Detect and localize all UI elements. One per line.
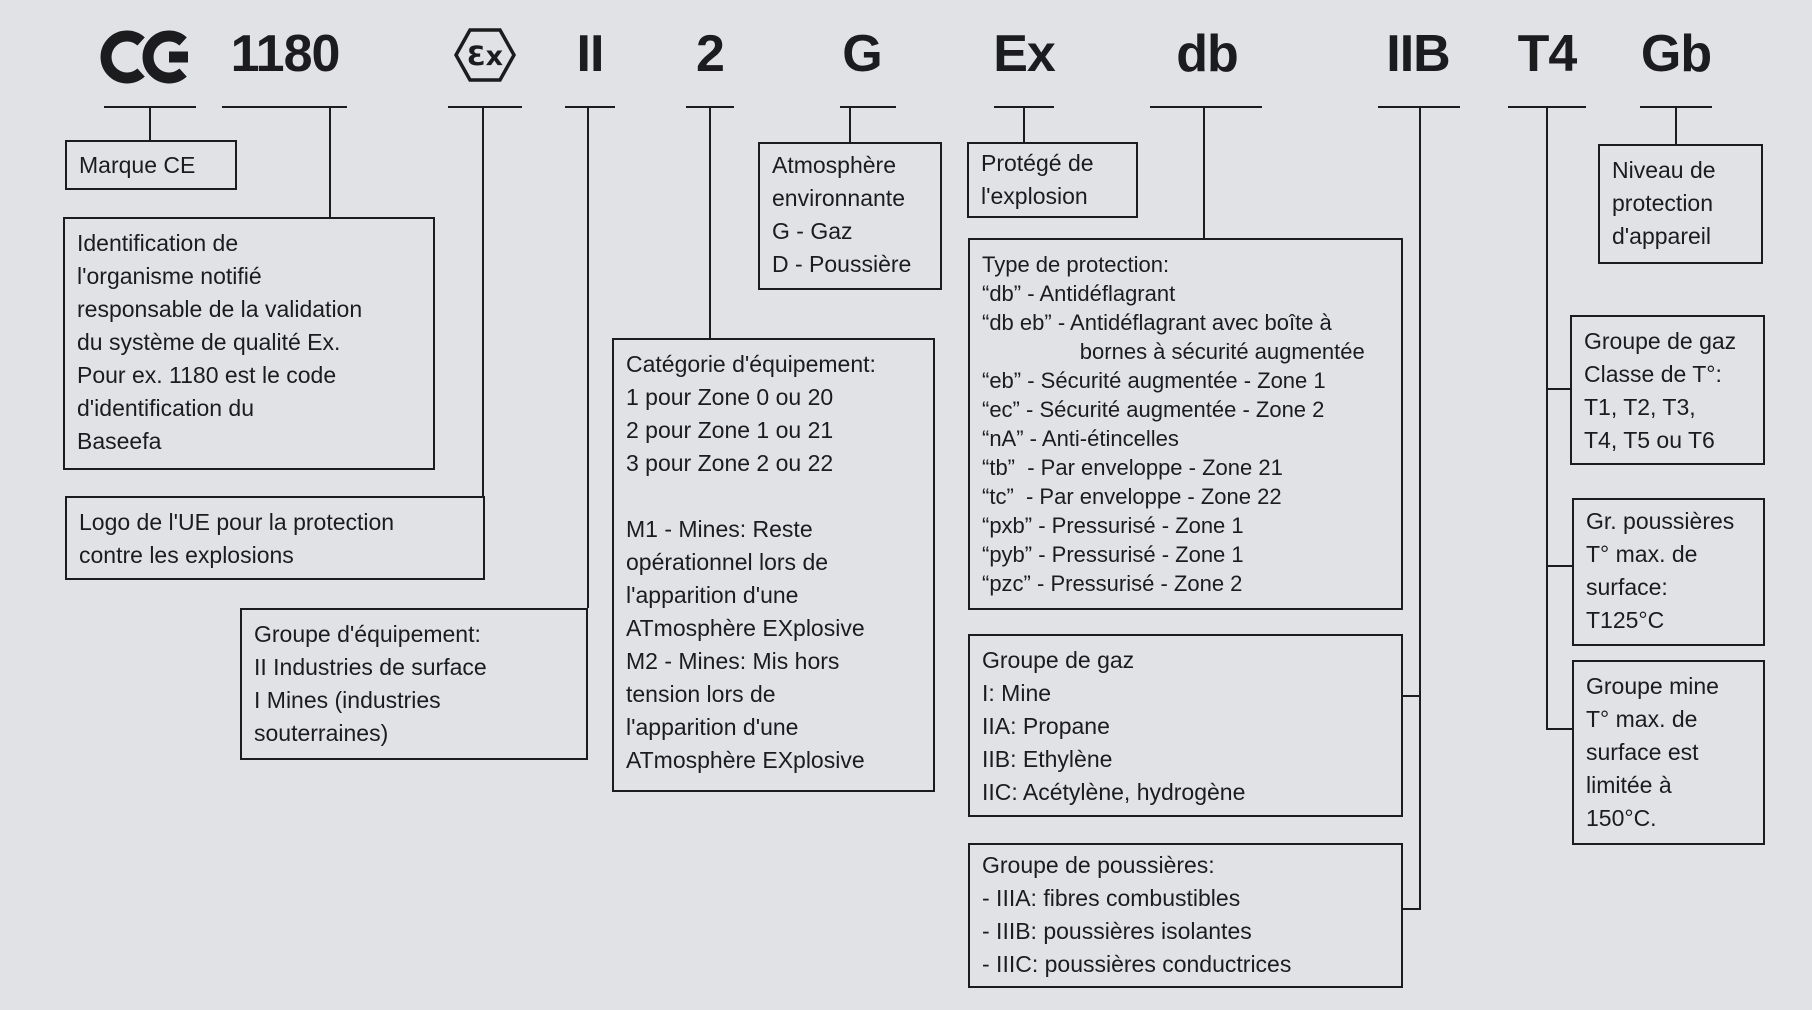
info-box-text: Gr. poussières T° max. de surface: T125°… (1586, 508, 1735, 633)
connector-line (1023, 106, 1025, 142)
info-box-text: Niveau de protection d'appareil (1612, 157, 1716, 249)
info-box-logo-ue: Logo de l'UE pour la protection contre l… (65, 496, 485, 580)
connector-line (482, 106, 484, 496)
info-box-text: Groupe de gaz Classe de T°: T1, T2, T3, … (1584, 328, 1737, 453)
ce-mark-icon (100, 30, 188, 84)
tick-line (565, 106, 615, 108)
info-box-text: Identification de l'organisme notifié re… (77, 230, 363, 454)
connector-line (849, 106, 851, 142)
connector-line (1419, 106, 1421, 910)
connector-line (1546, 106, 1548, 730)
info-box-text: Protégé de l'explosion (981, 150, 1094, 209)
connector-line (1546, 565, 1572, 567)
ex-hexagon-label: Ɛx (467, 41, 503, 72)
marking-symbol-notified-body: 1180 (230, 25, 341, 83)
info-box-classe-temperature: Groupe de gaz Classe de T°: T1, T2, T3, … (1570, 315, 1765, 465)
info-box-text: Groupe de gaz I: Mine IIA: Propane IIB: … (982, 647, 1246, 805)
connector-line (1675, 106, 1677, 144)
info-box-text: Atmosphère environnante G - Gaz D - Pous… (772, 152, 912, 277)
tick-line (840, 106, 896, 108)
info-box-gr-poussieres-temp: Gr. poussières T° max. de surface: T125°… (1572, 498, 1765, 646)
info-box-atmosphere-environnante: Atmosphère environnante G - Gaz D - Pous… (758, 142, 942, 290)
info-box-categorie-equipement: Catégorie d'équipement: 1 pour Zone 0 ou… (612, 338, 935, 792)
info-box-groupe-equipement: Groupe d'équipement: II Industries de su… (240, 608, 588, 760)
marking-symbol-temp-class: T4 (1517, 25, 1578, 83)
info-box-text: Type de protection: “db” - Antidéflagran… (982, 252, 1365, 596)
connector-line (1203, 106, 1205, 238)
info-box-niveau-protection: Niveau de protection d'appareil (1598, 144, 1763, 264)
marking-symbol-gas-group: IIB (1386, 25, 1450, 83)
marking-symbol-protection-type: db (1176, 25, 1239, 83)
info-box-text: Marque CE (79, 152, 196, 178)
connector-line (1546, 728, 1572, 730)
connector-line (329, 106, 331, 217)
info-box-text: Catégorie d'équipement: 1 pour Zone 0 ou… (626, 351, 876, 773)
tick-line (1150, 106, 1262, 108)
marking-symbol-atmosphere: G (842, 25, 882, 83)
info-box-text: Logo de l'UE pour la protection contre l… (79, 509, 395, 568)
tick-line (448, 106, 522, 108)
info-box-protege-explosion: Protégé de l'explosion (967, 142, 1138, 218)
marking-symbol-ex: Ex (993, 25, 1056, 83)
info-box-marque-ce: Marque CE (65, 140, 237, 190)
marking-symbol-epl: Gb (1640, 25, 1712, 83)
info-box-text: Groupe mine T° max. de surface est limit… (1586, 673, 1719, 831)
info-box-groupe-mine-temp: Groupe mine T° max. de surface est limit… (1572, 660, 1765, 845)
connector-line (587, 106, 589, 608)
connector-line (1403, 695, 1420, 697)
info-box-groupe-gaz: Groupe de gaz I: Mine IIA: Propane IIB: … (968, 634, 1403, 817)
info-box-text: Groupe de poussières: - IIIA: fibres com… (982, 852, 1292, 977)
tick-line (222, 106, 347, 108)
connector-line (1403, 908, 1420, 910)
info-box-organisme-notifie: Identification de l'organisme notifié re… (63, 217, 435, 470)
info-box-type-protection: Type de protection: “db” - Antidéflagran… (968, 238, 1403, 610)
connector-line (1546, 388, 1572, 390)
info-box-text: Groupe d'équipement: II Industries de su… (254, 621, 487, 746)
ex-hexagon-icon: Ɛx (453, 28, 517, 82)
connector-line (149, 106, 151, 140)
connector-line (709, 106, 711, 338)
marking-symbol-equipment-category: 2 (696, 25, 725, 83)
marking-symbol-equipment-group: II (576, 25, 605, 83)
info-box-groupe-poussieres: Groupe de poussières: - IIIA: fibres com… (968, 843, 1403, 988)
